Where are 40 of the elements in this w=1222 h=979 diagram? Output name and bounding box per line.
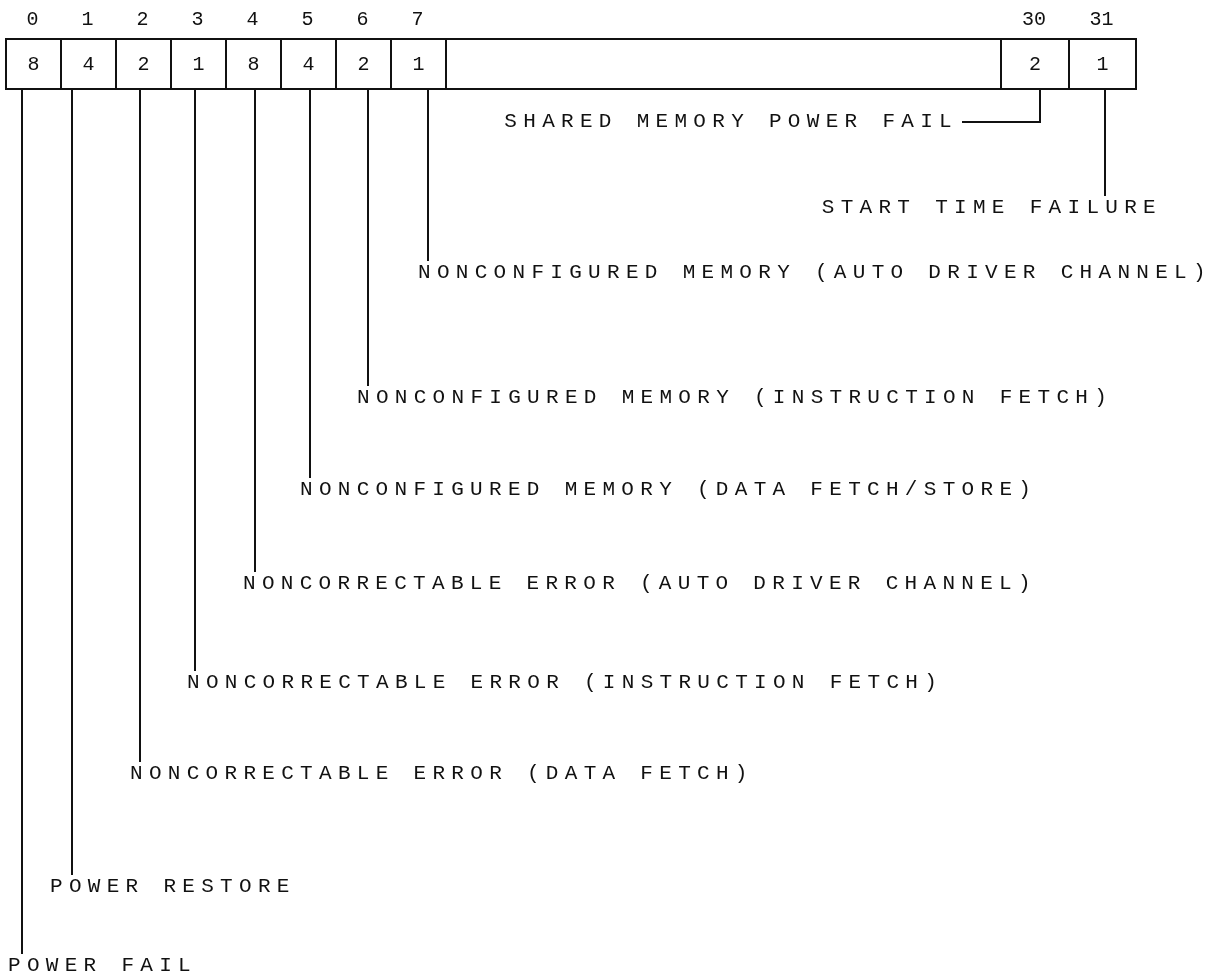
register-bit-cell: 2	[115, 38, 172, 90]
leader-line	[961, 89, 1041, 123]
bit-number: 3	[190, 8, 205, 31]
bit-number: 31	[1088, 8, 1115, 31]
register-bit-cell: 4	[280, 38, 337, 90]
bit-description: NONCORRECTABLE ERROR (AUTO DRIVER CHANNEL)	[243, 572, 1037, 596]
bit-description: NONCORRECTABLE ERROR (INSTRUCTION FETCH)	[187, 671, 944, 695]
leader-line	[367, 89, 369, 387]
leader-line	[21, 89, 23, 955]
bit-number: 5	[300, 8, 315, 31]
bit-number: 4	[245, 8, 260, 31]
bit-description: NONCORRECTABLE ERROR (DATA FETCH)	[130, 762, 754, 786]
leader-line	[1104, 89, 1106, 197]
bit-number: 6	[355, 8, 370, 31]
leader-line	[194, 89, 196, 672]
register-bit-cell: 2	[335, 38, 392, 90]
bit-number: 0	[25, 8, 40, 31]
register-bit-cell: 8	[225, 38, 282, 90]
leader-line	[139, 89, 141, 763]
bit-number: 2	[135, 8, 150, 31]
bit-number: 30	[1021, 8, 1047, 31]
register-bit-cell: 8	[5, 38, 62, 90]
leader-line	[309, 89, 311, 479]
register-bit-cell: 4	[60, 38, 117, 90]
register-bit-cell: 1	[170, 38, 227, 90]
register-bit-cell: 2	[1000, 38, 1070, 90]
bit-description: POWER FAIL	[8, 954, 198, 978]
bit-description: NONCONFIGURED MEMORY (AUTO DRIVER CHANNEL)	[418, 261, 1212, 285]
bit-description: SHARED MEMORY POWER FAIL	[504, 110, 958, 134]
register-bit-cell: 1	[1068, 38, 1137, 90]
bit-description: START TIME FAILURE	[821, 196, 1162, 220]
leader-line	[71, 89, 73, 876]
leader-line	[254, 89, 256, 573]
leader-line	[427, 89, 429, 262]
bit-number: 7	[410, 8, 425, 31]
bit-description: NONCONFIGURED MEMORY (INSTRUCTION FETCH)	[357, 386, 1114, 410]
bit-number: 1	[80, 8, 95, 31]
bit-description: NONCONFIGURED MEMORY (DATA FETCH/STORE)	[300, 478, 1038, 502]
register-bit-cell: 1	[390, 38, 447, 90]
bit-description: POWER RESTORE	[50, 875, 296, 899]
